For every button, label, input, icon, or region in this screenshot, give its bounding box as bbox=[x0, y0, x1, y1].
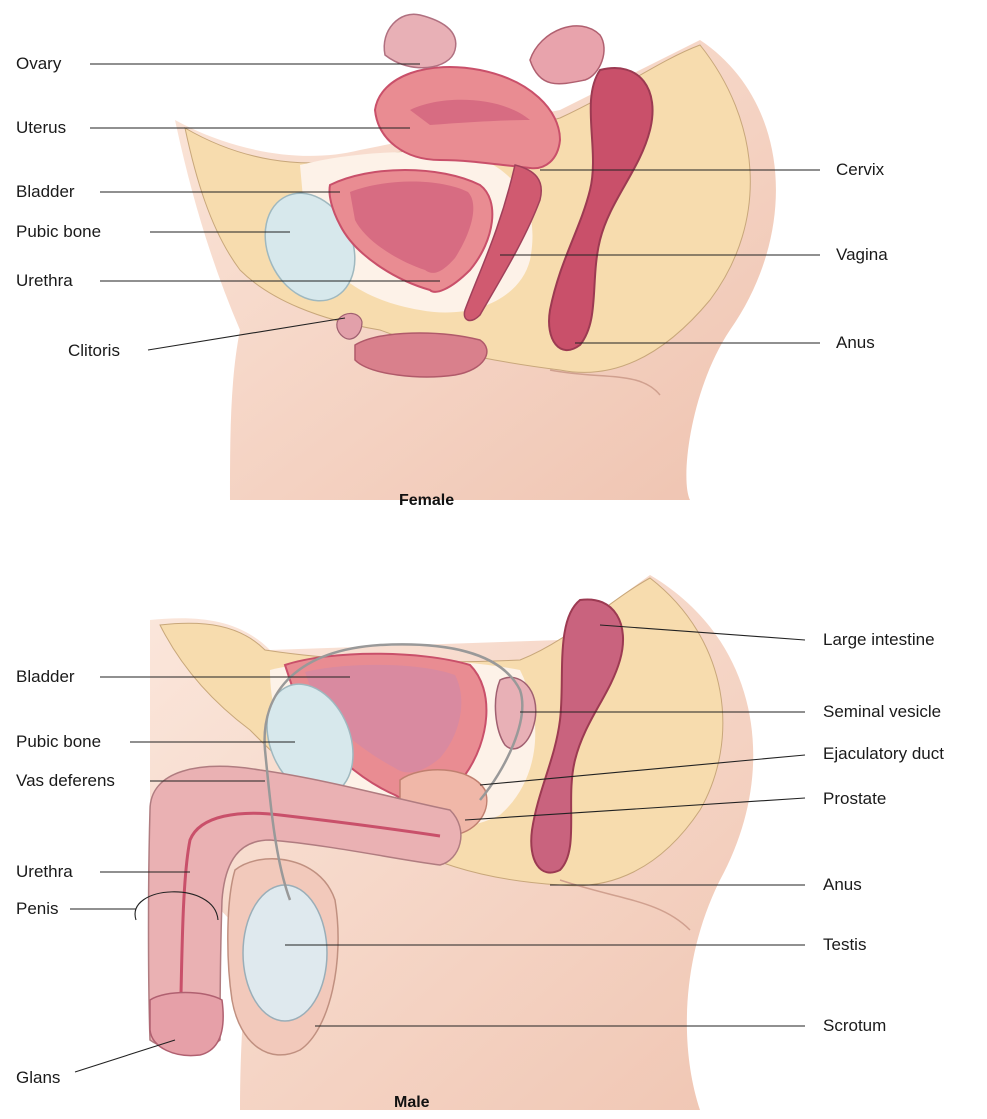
leader-male-glans bbox=[75, 1040, 175, 1072]
label-male-glans: Glans bbox=[16, 1068, 60, 1088]
male-testis bbox=[243, 885, 327, 1021]
label-male-penis: Penis bbox=[16, 899, 59, 919]
caption-male: Male bbox=[394, 1094, 430, 1112]
label-female-ovary: Ovary bbox=[16, 54, 61, 74]
female-sigmoid bbox=[530, 26, 604, 84]
label-female-bladder: Bladder bbox=[16, 182, 75, 202]
label-male-seminal-vesicle: Seminal vesicle bbox=[823, 702, 941, 722]
female-labia bbox=[355, 333, 487, 377]
label-male-ejaculatory-duct: Ejaculatory duct bbox=[823, 744, 944, 764]
male-glans bbox=[150, 993, 223, 1056]
label-male-pubic-bone: Pubic bone bbox=[16, 732, 101, 752]
label-male-urethra: Urethra bbox=[16, 862, 73, 882]
label-female-anus: Anus bbox=[836, 333, 875, 353]
label-male-vas-deferens: Vas deferens bbox=[16, 771, 115, 791]
label-male-bladder: Bladder bbox=[16, 667, 75, 687]
label-male-large-intestine: Large intestine bbox=[823, 630, 935, 650]
label-male-prostate: Prostate bbox=[823, 789, 886, 809]
label-female-pubic-bone: Pubic bone bbox=[16, 222, 101, 242]
label-female-urethra: Urethra bbox=[16, 271, 73, 291]
male-figure bbox=[149, 575, 754, 1110]
label-female-clitoris: Clitoris bbox=[68, 341, 120, 361]
female-figure bbox=[175, 14, 776, 500]
label-male-anus: Anus bbox=[823, 875, 862, 895]
label-female-uterus: Uterus bbox=[16, 118, 66, 138]
label-male-testis: Testis bbox=[823, 935, 866, 955]
female-ovary bbox=[384, 14, 456, 68]
caption-female: Female bbox=[399, 492, 454, 510]
label-male-scrotum: Scrotum bbox=[823, 1016, 886, 1036]
label-female-vagina: Vagina bbox=[836, 245, 888, 265]
label-female-cervix: Cervix bbox=[836, 160, 884, 180]
